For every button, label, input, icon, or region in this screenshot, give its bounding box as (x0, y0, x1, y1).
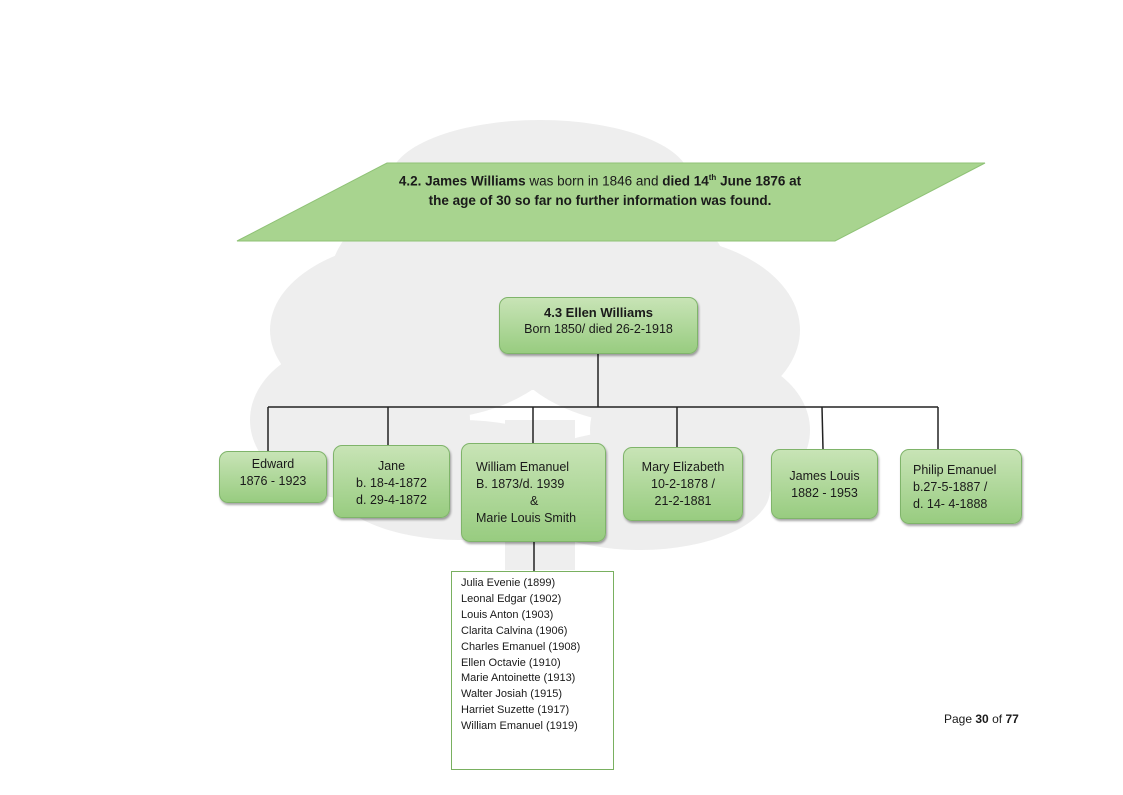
child-box-william: William Emanuel B. 1873/d. 1939 & Marie … (461, 443, 606, 542)
child-line: 1882 - 1953 (791, 486, 858, 500)
banner-line-2: the age of 30 so far no further informat… (428, 192, 772, 208)
child-line: Jane (377, 459, 406, 473)
page-number: Page 30 of 77 (944, 712, 1019, 726)
banner-name: James Williams (425, 173, 526, 189)
child-line: b. 18-4-1872 (356, 476, 427, 490)
banner-died: died 14 (662, 173, 709, 189)
list-item: Clarita Calvina (1906) (461, 624, 568, 637)
page-total: 77 (1005, 712, 1019, 726)
drop-james (821, 406, 824, 450)
child-line: 21-2-1881 (654, 494, 712, 508)
child-line: b.27-5-1887 / (913, 480, 988, 494)
list-item: Louis Anton (1903) (461, 608, 554, 621)
child-line: Philip Emanuel (913, 463, 997, 477)
child-line: d. 14- 4-1888 (913, 497, 988, 511)
root-person-box: 4.3 Ellen Williams Born 1850/ died 26-2-… (499, 297, 698, 354)
page-prefix: Page (944, 712, 973, 726)
child-line: B. 1873/d. 1939 (476, 477, 565, 491)
child-box-mary: Mary Elizabeth 10-2-1878 / 21-2-1881 (623, 447, 743, 521)
child-line: 1876 - 1923 (239, 474, 307, 488)
child-line: Edward (251, 457, 295, 471)
child-line: & (530, 494, 539, 508)
child-box-james: James Louis 1882 - 1953 (771, 449, 878, 519)
child-box-edward: Edward 1876 - 1923 (219, 451, 327, 503)
list-item: Leonal Edgar (1902) (461, 592, 562, 605)
child-line: James Louis (789, 469, 860, 483)
root-subtitle: Born 1850/ died 26-2-1918 (524, 322, 673, 336)
child-line: d. 29-4-1872 (356, 493, 427, 507)
page-current: 30 (975, 712, 989, 726)
list-item: Ellen Octavie (1910) (461, 656, 561, 669)
page-of: of (992, 712, 1003, 726)
banner-superscript: th (708, 173, 717, 182)
list-item: Julia Evenie (1899) (461, 577, 556, 589)
grandchildren-list: Julia Evenie (1899) Leonal Edgar (1902) … (451, 571, 614, 770)
banner-text: 4.2. James Williams was born in 1846 and… (360, 168, 840, 210)
list-item: William Emanuel (1919) (461, 720, 578, 733)
list-item: Harriet Suzette (1917) (461, 704, 570, 717)
child-line: 10-2-1878 / (651, 477, 715, 491)
banner-date: June 1876 at (720, 173, 802, 189)
list-item: Walter Josiah (1915) (461, 688, 563, 701)
banner-shape (236, 162, 986, 242)
child-line: Mary Elizabeth (641, 460, 725, 474)
root-title: 4.3 Ellen Williams (544, 305, 653, 320)
child-line: William Emanuel (476, 460, 570, 474)
list-item: Marie Antoinette (1913) (461, 672, 576, 685)
banner-number: 4.2. (398, 173, 422, 189)
list-item: Charles Emanuel (1908) (461, 640, 581, 653)
child-box-philip: Philip Emanuel b.27-5-1887 / d. 14- 4-18… (900, 449, 1022, 524)
banner-plain-text: was born in 1846 and (529, 173, 659, 189)
child-line: Marie Louis Smith (476, 511, 577, 525)
child-box-jane: Jane b. 18-4-1872 d. 29-4-1872 (333, 445, 450, 518)
